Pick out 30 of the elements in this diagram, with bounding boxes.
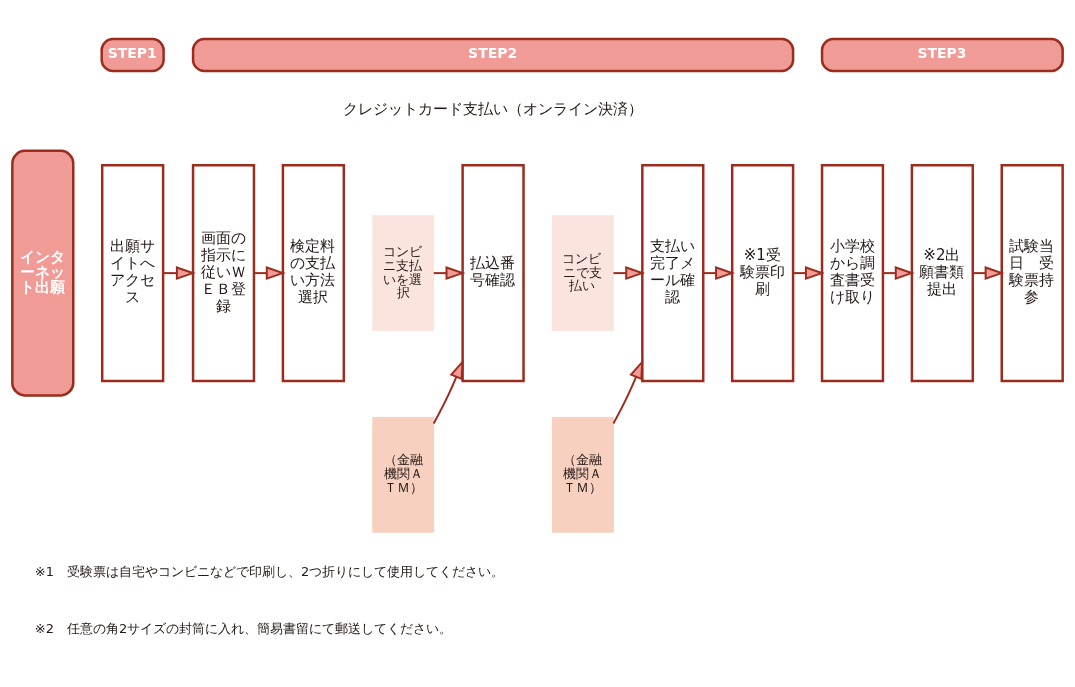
node-box: コンビニ支払いを選択 (372, 215, 435, 331)
node-box: ※2出願書類提出 (910, 164, 975, 383)
node-box: STEP2 (191, 37, 795, 73)
arrow (882, 266, 915, 281)
label: クレジットカード支払い（オンライン決済） (342, 100, 643, 119)
arrow (971, 266, 1005, 281)
node-box: STEP1 (100, 37, 165, 73)
node-box: ※1受験票印刷 (730, 164, 795, 383)
node-box: STEP3 (820, 37, 1064, 73)
node-box: 検定料の支払い方法選択 (281, 164, 346, 383)
arrow (432, 359, 464, 425)
label: ※2 任意の角2サイズの封筒に入れ、簡易書留にて郵送してください。 (34, 621, 453, 637)
node-box: 小学校から調査書受け取り (820, 164, 885, 383)
node-box: 支払い完了メール確認 (641, 164, 705, 383)
node-box: （金融機関ＡＴＭ） (552, 416, 614, 533)
arrow (432, 266, 466, 281)
arrow (612, 266, 646, 281)
arrow (702, 266, 736, 281)
node-box: 試験当日 受験票持参 (1000, 164, 1064, 383)
arrow (612, 359, 644, 425)
node-box: 画面の指示に従いＷＥＢ登録 (191, 164, 256, 383)
node-box: インターネット出願 (11, 149, 75, 397)
arrow (792, 266, 825, 281)
arrow (253, 266, 286, 281)
label: ※1 受験票は自宅やコンビニなどで印刷し、2つ折りにして使用してください。 (34, 563, 505, 579)
arrow (162, 266, 196, 281)
node-box: 出願サイトへアクセス (100, 164, 165, 383)
node-box: （金融機関ＡＴＭ） (372, 416, 435, 533)
node-box: 払込番号確認 (461, 164, 525, 383)
node-box: コンビニで支払い (552, 215, 614, 331)
